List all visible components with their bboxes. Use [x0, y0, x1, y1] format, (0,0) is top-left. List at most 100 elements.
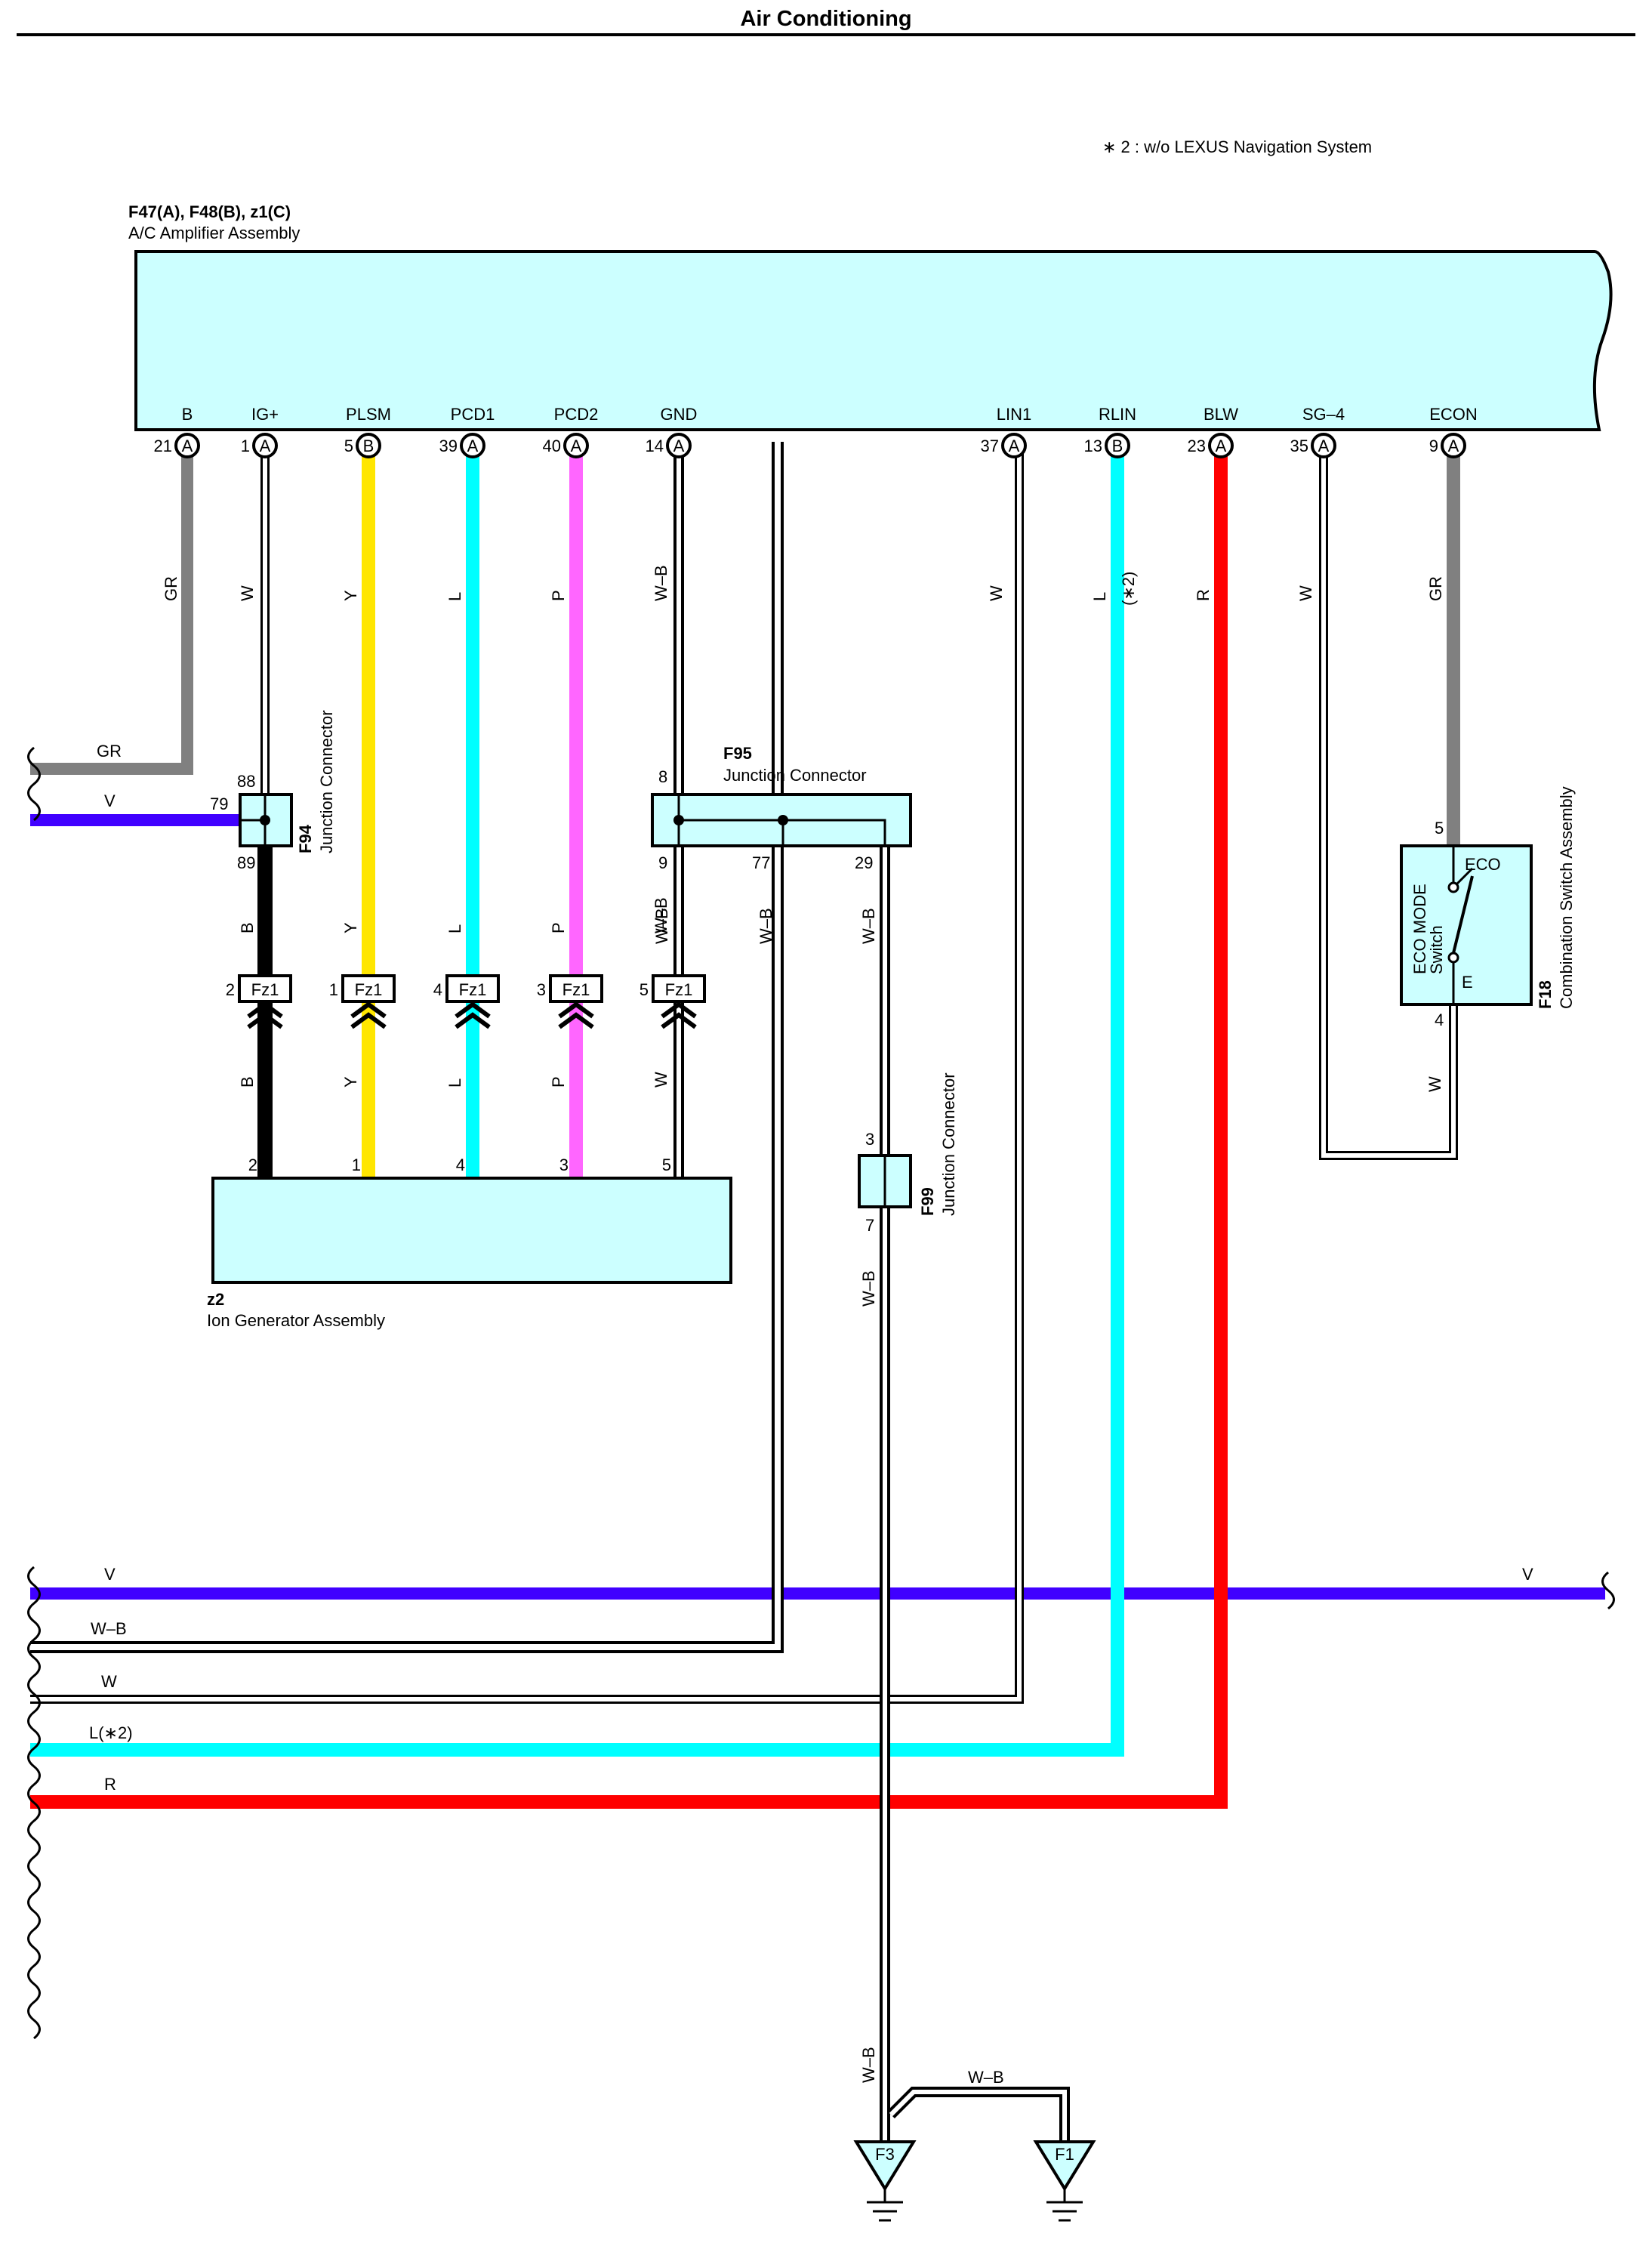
fz1-wire-lower: L — [445, 1078, 464, 1088]
amp-terminal-name: SG–4 — [1302, 405, 1345, 424]
f99-id: F99 — [918, 1187, 937, 1216]
break-marks-left — [27, 746, 1615, 2040]
wire-p-pcd2 — [569, 442, 583, 1178]
f95-pin-29: 29 — [855, 853, 873, 872]
ground-wire-label-right: W–B — [968, 2068, 1004, 2087]
amp-terminal-name: RLIN — [1099, 405, 1136, 424]
amp-terminal-pin: 9 — [1429, 437, 1438, 455]
wire-wb-f1-outer — [887, 2087, 1070, 2141]
bus-wire-w-inner — [30, 442, 1022, 1702]
ion-pin-3: 3 — [559, 1155, 569, 1174]
amp-wire-label-2: Y — [341, 590, 360, 601]
f94-name: Junction Connector — [317, 710, 336, 853]
f18-name: Combination Switch Assembly — [1557, 786, 1576, 1009]
bus-wire-wb-outer — [30, 442, 784, 1653]
ground-f3: F3 — [853, 2140, 917, 2222]
amp-terminal-name: B — [182, 405, 193, 424]
amp-terminal-pin: 37 — [981, 437, 999, 455]
ion-pin-2: 4 — [456, 1155, 465, 1174]
amp-terminal-circle — [1311, 433, 1336, 458]
f18-switch-label2: Switch — [1427, 925, 1446, 974]
ion-pin-1: 1 — [352, 1155, 361, 1174]
bus-wire-v — [30, 1587, 1605, 1600]
bus-label-r: R — [104, 1775, 116, 1794]
f99-name: Junction Connector — [939, 1072, 958, 1216]
amp-wire-note: (∗2) — [1119, 572, 1138, 606]
amplifier-terminals: BA21IG+A1PLSMB5PCD1A39PCD2A40GNDA14LIN1A… — [154, 405, 1478, 458]
amp-terminal-1: IG+A1 — [241, 405, 279, 458]
bus-label-wb: W–B — [91, 1619, 127, 1638]
wire-l-pcd1 — [466, 442, 479, 1178]
wires — [30, 442, 1605, 2145]
amp-terminal-name: BLW — [1204, 405, 1238, 424]
amp-terminal-connector: A — [182, 437, 193, 455]
bus-label-v: V — [104, 1565, 116, 1584]
amp-terminal-pin: 40 — [543, 437, 561, 455]
amp-terminal-connector: B — [363, 437, 374, 455]
fz1-wire-lower: Y — [341, 1076, 360, 1088]
wire-w-sg4-outer — [1319, 442, 1458, 1160]
wire-wb-f1-inner — [889, 2090, 1067, 2141]
amp-terminal-name: IG+ — [251, 405, 279, 424]
fz1-pin: 3 — [537, 980, 546, 999]
wire-v-left — [30, 814, 240, 826]
f94-id: F94 — [296, 824, 315, 853]
fz1-pin: 5 — [640, 980, 649, 999]
ion-pin-4: 5 — [662, 1155, 671, 1174]
f18-term-eco: ECO — [1465, 855, 1501, 874]
amp-terminal-circle — [563, 433, 589, 458]
amp-terminal-circle — [666, 433, 692, 458]
f95-pin-8: 8 — [658, 767, 667, 786]
amp-wire-label-7: L — [1090, 592, 1109, 601]
fz1-pin: 4 — [433, 980, 442, 999]
wire-y-plsm — [362, 442, 375, 1178]
amp-terminal-pin: 35 — [1290, 437, 1308, 455]
fz1-label: Fz1 — [562, 980, 590, 999]
amp-wire-label-9: W — [1296, 585, 1315, 601]
ground-wire-label-left: W–B — [859, 2047, 878, 2083]
amp-terminal-pin: 13 — [1084, 437, 1102, 455]
amp-terminal-circle — [1441, 433, 1466, 458]
bus-label-l: L(∗2) — [89, 1723, 133, 1742]
fz1-label: Fz1 — [665, 980, 693, 999]
f95-pin-77: 77 — [752, 853, 770, 872]
fz1-label: Fz1 — [355, 980, 383, 999]
amp-wire-label-8: R — [1194, 589, 1213, 601]
amp-terminal-connector: A — [467, 437, 479, 455]
amp-terminal-name: GND — [661, 405, 698, 424]
fz1-wire-upper: P — [549, 922, 568, 933]
footnote: ∗ 2 : w/o LEXUS Navigation System — [1102, 137, 1372, 156]
amp-terminal-pin: 5 — [344, 437, 353, 455]
bus-wire-wb-inner — [30, 442, 781, 1650]
ground-f3-label: F3 — [875, 2145, 895, 2164]
svg-text:W–B: W–B — [859, 908, 878, 944]
amp-terminal-connector: A — [673, 437, 685, 455]
f18-pin-4: 4 — [1435, 1010, 1444, 1029]
fz1-label: Fz1 — [251, 980, 279, 999]
amp-wire-label-0: GR — [162, 576, 180, 601]
f18-wire-label: W — [1425, 1076, 1444, 1092]
f18-box — [1400, 844, 1533, 1006]
left-wire-gr-label: GR — [97, 742, 122, 761]
wire-w-sg4-inner — [1321, 442, 1456, 1158]
fz1-wire-upper: Y — [341, 922, 360, 933]
f18-id: F18 — [1536, 980, 1555, 1009]
amp-terminal-name: PCD1 — [451, 405, 495, 424]
amp-wire-label-5: W–B — [652, 565, 670, 601]
amp-terminal-circle — [174, 433, 200, 458]
fz1-pin: 2 — [226, 980, 235, 999]
ion-generator-id: z2 — [207, 1290, 224, 1309]
page-title: Air Conditioning — [740, 7, 911, 31]
f95-name: Junction Connector — [723, 766, 867, 785]
